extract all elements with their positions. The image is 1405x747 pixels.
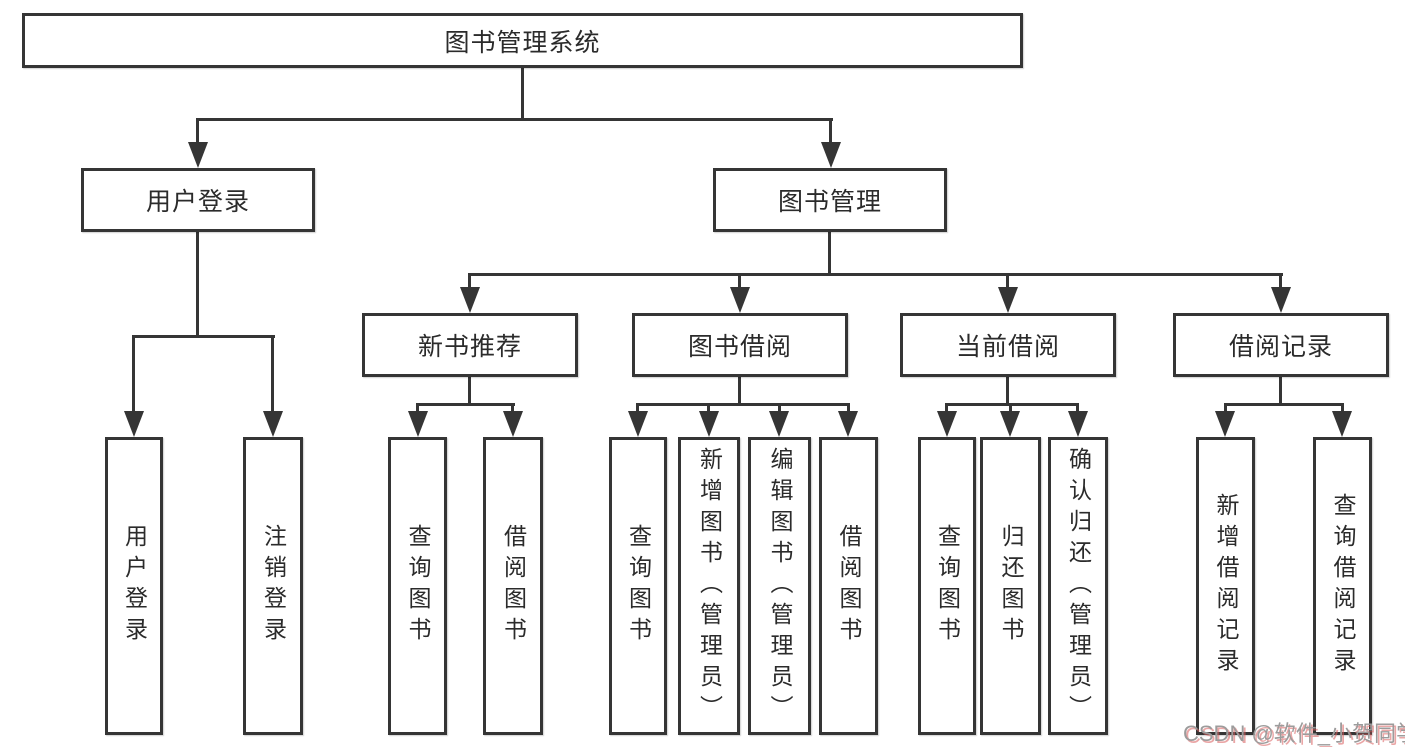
node-user-login: 用户登录	[81, 168, 315, 232]
connector-line	[132, 335, 135, 413]
leaf-br-query-record-label: 查询借阅记录	[1330, 493, 1356, 679]
arrow-down-icon	[503, 411, 523, 437]
leaf-cb-return-books-label: 归还图书	[998, 524, 1024, 648]
arrow-down-icon	[937, 411, 957, 437]
leaf-bb-edit-books-admin: 编辑图书（管理员）	[748, 437, 811, 735]
leaf-br-add-record-label: 新增借阅记录	[1213, 493, 1239, 679]
leaf-logout-label: 注销登录	[260, 524, 287, 648]
leaf-br-add-record: 新增借阅记录	[1196, 437, 1255, 735]
connector-line	[1224, 403, 1344, 406]
connector-line	[1279, 377, 1282, 404]
connector-line	[829, 118, 832, 146]
arrow-down-icon	[628, 411, 648, 437]
connector-line	[416, 403, 515, 406]
connector-line	[132, 335, 275, 338]
arrow-down-icon	[1068, 411, 1088, 437]
connector-line	[847, 403, 850, 415]
connector-line	[1006, 273, 1009, 290]
connector-line	[468, 273, 1283, 276]
connector-line	[196, 118, 199, 146]
arrow-down-icon	[838, 411, 858, 437]
arrow-down-icon	[730, 287, 750, 313]
connector-line	[1006, 377, 1009, 404]
connector-line	[1009, 403, 1012, 415]
arrow-down-icon	[460, 287, 480, 313]
node-book-borrowing-label: 图书借阅	[687, 333, 792, 361]
node-new-book-recommend: 新书推荐	[362, 313, 578, 377]
leaf-br-query-record: 查询借阅记录	[1313, 437, 1372, 735]
connector-line	[468, 273, 471, 290]
leaf-bb-query-books-label: 查询图书	[625, 524, 652, 648]
leaf-nbr-borrow-books-label: 借阅图书	[500, 524, 527, 648]
connector-line	[828, 232, 831, 275]
arrow-down-icon	[1215, 411, 1235, 437]
leaf-nbr-query-books-label: 查询图书	[405, 524, 431, 648]
node-new-book-recommend-label: 新书推荐	[417, 333, 522, 361]
node-current-borrowing: 当前借阅	[900, 313, 1116, 377]
connector-line	[945, 403, 948, 415]
leaf-bb-add-books-admin-label: 新增图书（管理员）	[696, 446, 723, 726]
leaf-bb-borrow-books-label: 借阅图书	[836, 524, 862, 648]
watermark: CSDN @软件_小贺同学	[1183, 721, 1405, 746]
connector-line	[271, 335, 274, 413]
leaf-cb-confirm-return-admin: 确认归还（管理员）	[1048, 437, 1108, 735]
leaf-bb-edit-books-admin-label: 编辑图书（管理员）	[767, 446, 793, 726]
connector-line	[738, 273, 741, 290]
arrow-down-icon	[188, 142, 208, 168]
leaf-cb-query-books-label: 查询图书	[934, 524, 961, 648]
leaf-bb-add-books-admin: 新增图书（管理员）	[678, 437, 740, 735]
arrow-down-icon	[1000, 411, 1020, 437]
node-book-management-label: 图书管理	[777, 188, 882, 216]
leaf-nbr-borrow-books: 借阅图书	[483, 437, 543, 735]
connector-line	[196, 232, 199, 337]
connector-line	[521, 68, 524, 121]
connector-line	[945, 403, 1079, 406]
node-root: 图书管理系统	[22, 13, 1023, 68]
arrow-down-icon	[821, 142, 841, 168]
node-book-borrowing: 图书借阅	[632, 313, 848, 377]
leaf-user-login-label: 用户登录	[121, 524, 148, 648]
connector-line	[1076, 403, 1079, 415]
node-book-management: 图书管理	[713, 168, 947, 232]
connector-line	[636, 403, 850, 406]
connector-line	[196, 118, 833, 121]
arrow-down-icon	[699, 411, 719, 437]
arrow-down-icon	[408, 411, 428, 437]
leaf-bb-query-books: 查询图书	[609, 437, 667, 735]
arrow-down-icon	[998, 287, 1018, 313]
connector-line	[416, 403, 419, 415]
leaf-cb-query-books: 查询图书	[918, 437, 976, 735]
connector-line	[1279, 273, 1282, 290]
connector-line	[468, 377, 471, 404]
connector-line	[1224, 403, 1227, 415]
arrow-down-icon	[263, 411, 283, 437]
connector-line	[778, 403, 781, 415]
arrow-down-icon	[124, 411, 144, 437]
connector-line	[1341, 403, 1344, 415]
leaf-cb-return-books: 归还图书	[980, 437, 1041, 735]
connector-line	[738, 377, 741, 404]
arrow-down-icon	[1332, 411, 1352, 437]
node-root-label: 图书管理系统	[444, 28, 601, 57]
leaf-bb-borrow-books: 借阅图书	[819, 437, 878, 735]
leaf-cb-confirm-return-admin-label: 确认归还（管理员）	[1065, 446, 1092, 726]
arrow-down-icon	[769, 411, 789, 437]
leaf-nbr-query-books: 查询图书	[388, 437, 447, 735]
connector-line	[636, 403, 639, 415]
leaf-user-login: 用户登录	[105, 437, 163, 735]
connector-line	[707, 403, 710, 415]
node-user-login-label: 用户登录	[145, 188, 250, 216]
leaf-logout: 注销登录	[243, 437, 303, 735]
node-borrowing-records-label: 借阅记录	[1228, 333, 1333, 361]
node-borrowing-records: 借阅记录	[1173, 313, 1389, 377]
arrow-down-icon	[1271, 287, 1291, 313]
connector-line	[511, 403, 514, 415]
node-current-borrowing-label: 当前借阅	[955, 333, 1060, 361]
